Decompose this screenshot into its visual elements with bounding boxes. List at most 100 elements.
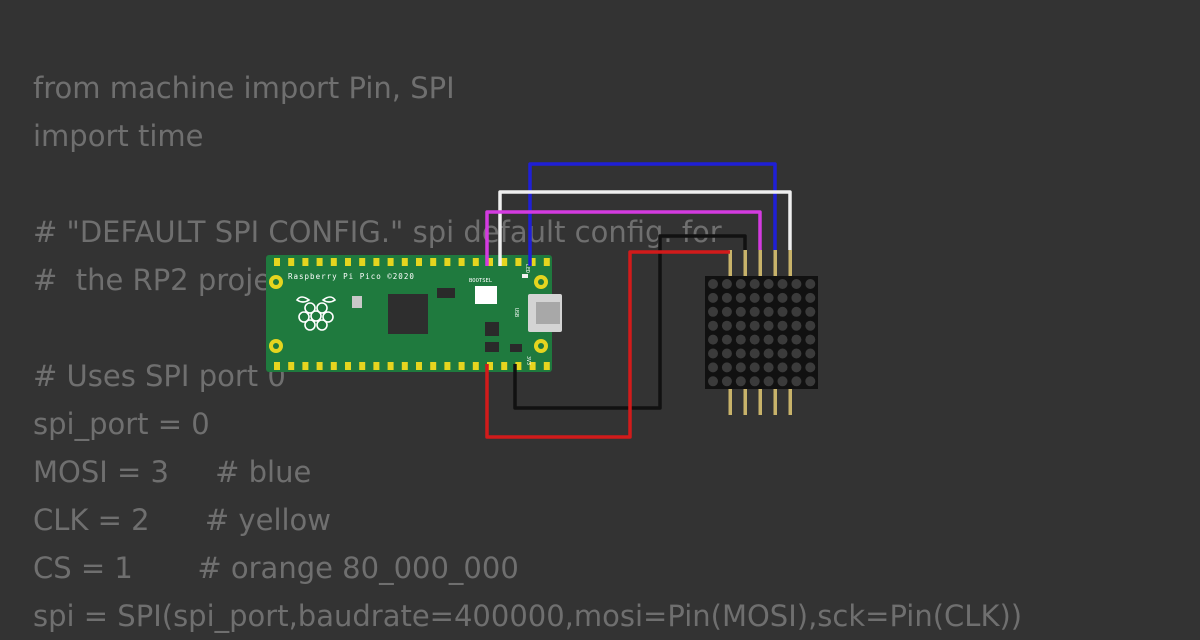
header-pin[interactable] <box>487 362 493 370</box>
matrix-pin[interactable] <box>773 389 778 415</box>
matrix-led <box>749 362 760 373</box>
matrix-pin[interactable] <box>773 250 778 276</box>
header-pin[interactable] <box>416 258 422 266</box>
regulator <box>485 322 499 336</box>
header-pin[interactable] <box>373 362 380 370</box>
matrix-pin[interactable] <box>728 250 733 276</box>
matrix-led <box>777 306 788 317</box>
header-pin[interactable] <box>444 258 451 266</box>
header-pin[interactable] <box>387 362 394 370</box>
header-pin[interactable] <box>288 258 295 266</box>
matrix-led <box>708 334 718 345</box>
matrix-pin[interactable] <box>728 389 733 415</box>
header-pin[interactable] <box>472 258 479 266</box>
header-pin[interactable] <box>359 362 366 370</box>
header-pin[interactable] <box>330 258 337 266</box>
matrix-led <box>735 348 746 359</box>
header-pin[interactable] <box>430 362 437 370</box>
matrix-pin[interactable] <box>743 250 748 276</box>
board-title: Raspberry Pi Pico ©2020 <box>288 272 415 281</box>
code-line-2: import time <box>33 119 204 153</box>
led-matrix-module[interactable] <box>705 250 818 415</box>
header-pin[interactable] <box>458 362 465 370</box>
matrix-led <box>777 362 788 373</box>
matrix-pin[interactable] <box>758 389 763 415</box>
matrix-led <box>749 306 760 317</box>
header-pin[interactable] <box>458 258 465 266</box>
header-pin[interactable] <box>501 258 508 266</box>
header-pin[interactable] <box>543 258 550 266</box>
wire-magenta[interactable] <box>485 210 762 266</box>
header-pin[interactable] <box>345 362 351 370</box>
matrix-pin[interactable] <box>788 250 793 276</box>
code-line-8: spi_port = 0 <box>33 407 210 441</box>
header-pin[interactable] <box>515 258 522 266</box>
smd-part <box>510 344 522 352</box>
code-line-4: # "DEFAULT SPI CONFIG." spi default conf… <box>33 215 722 249</box>
matrix-pin[interactable] <box>788 389 793 415</box>
matrix-led <box>749 376 760 387</box>
header-pin[interactable] <box>316 362 323 370</box>
header-pin[interactable] <box>416 362 422 370</box>
header-pin[interactable] <box>316 258 323 266</box>
header-pin[interactable] <box>543 362 550 370</box>
header-pin[interactable] <box>359 258 366 266</box>
usb-connector <box>528 294 562 332</box>
matrix-led <box>763 279 774 289</box>
wire-blue[interactable] <box>528 162 777 266</box>
matrix-led <box>749 292 760 303</box>
code-line-12: spi = SPI(spi_port,baudrate=400000,mosi=… <box>33 599 1023 633</box>
header-pin[interactable] <box>529 362 536 370</box>
bootsel-button[interactable] <box>475 286 497 304</box>
header-pin[interactable] <box>302 362 309 370</box>
header-pin[interactable] <box>401 258 408 266</box>
header-pin[interactable] <box>274 258 280 266</box>
matrix-led <box>708 320 718 331</box>
header-pin[interactable] <box>387 258 394 266</box>
matrix-pin[interactable] <box>758 250 763 276</box>
header-pin[interactable] <box>515 362 522 370</box>
matrix-led <box>763 376 774 387</box>
matrix-led <box>763 320 774 331</box>
header-pin[interactable] <box>401 362 408 370</box>
matrix-led <box>721 292 732 303</box>
header-pin[interactable] <box>302 258 309 266</box>
matrix-led <box>721 334 732 345</box>
wire-black[interactable] <box>513 234 747 410</box>
matrix-led <box>763 306 774 317</box>
header-pin[interactable] <box>288 362 295 370</box>
header-pin[interactable] <box>444 362 451 370</box>
code-line-10: CLK = 2 # yellow <box>33 503 332 537</box>
matrix-leds <box>708 279 816 387</box>
matrix-led <box>763 362 774 373</box>
pico-board[interactable]: Raspberry Pi Pico ©2020 BOOTSEL LED USB … <box>266 255 562 372</box>
matrix-led <box>708 362 718 373</box>
header-pin[interactable] <box>274 362 280 370</box>
matrix-led <box>777 334 788 345</box>
matrix-led <box>805 306 816 317</box>
matrix-led <box>721 320 732 331</box>
matrix-led <box>791 334 802 345</box>
header-pin[interactable] <box>373 258 380 266</box>
matrix-led <box>805 362 816 373</box>
header-pin[interactable] <box>330 362 337 370</box>
matrix-led <box>735 320 746 331</box>
code-line-11: CS = 1 # orange 80_000_000 <box>33 551 519 585</box>
matrix-led <box>721 362 732 373</box>
matrix-led <box>805 334 816 345</box>
header-pin[interactable] <box>501 362 508 370</box>
pico-top-pins <box>274 258 550 266</box>
matrix-pin[interactable] <box>743 389 748 415</box>
wire-red[interactable] <box>485 250 730 439</box>
header-pin[interactable] <box>430 258 437 266</box>
matrix-led <box>791 292 802 303</box>
matrix-bottom-pins <box>728 389 793 415</box>
matrix-led <box>805 292 816 303</box>
wire-white[interactable] <box>498 190 792 266</box>
header-pin[interactable] <box>472 362 479 370</box>
header-pin[interactable] <box>345 258 351 266</box>
status-led <box>522 274 528 278</box>
matrix-led <box>777 376 788 387</box>
header-pin[interactable] <box>487 258 493 266</box>
header-pin[interactable] <box>529 258 536 266</box>
